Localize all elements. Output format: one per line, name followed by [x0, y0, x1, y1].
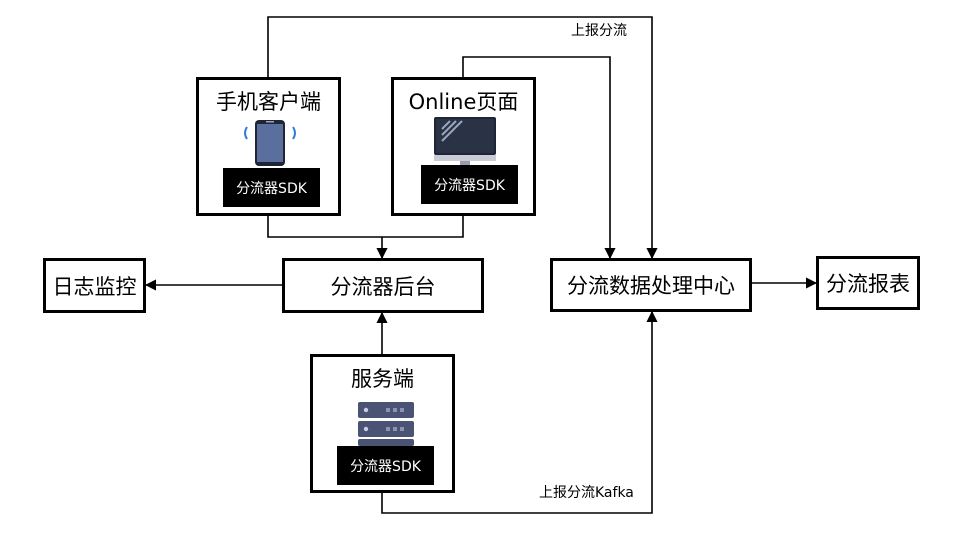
- online-page-title: Online页面: [408, 90, 519, 114]
- server-sdk-badge: 分流器SDK: [337, 446, 434, 485]
- report-node: 分流报表: [816, 256, 920, 310]
- edge-online-to-data-center: [462, 56, 616, 260]
- mobile-sdk-badge: 分流器SDK: [223, 168, 320, 207]
- edge-server-to-data-center-kafka: [381, 310, 658, 514]
- desktop-monitor-icon: [434, 117, 496, 165]
- server-side-node: 服务端 分流器SDK: [310, 354, 455, 493]
- report-label: 分流报表: [826, 272, 910, 296]
- mobile-phone-icon: [244, 120, 296, 166]
- server-side-title: 服务端: [351, 367, 414, 391]
- edge-label-report-split-kafka: 上报分流Kafka: [539, 485, 634, 501]
- log-monitor-node: 日志监控: [43, 258, 146, 313]
- splitter-backend-node: 分流器后台: [282, 258, 484, 313]
- online-sdk-badge: 分流器SDK: [421, 165, 518, 204]
- edge-clients-to-splitter-backend: [267, 216, 464, 238]
- online-page-node: Online页面 分流器SDK: [391, 77, 536, 216]
- splitter-backend-label: 分流器后台: [330, 274, 436, 299]
- log-monitor-label: 日志监控: [52, 274, 137, 299]
- data-center-label: 分流数据处理中心: [567, 274, 735, 298]
- mobile-client-node: 手机客户端 分流器SDK: [196, 77, 341, 216]
- mobile-client-title: 手机客户端: [216, 90, 321, 114]
- data-center-node: 分流数据处理中心: [550, 258, 752, 312]
- edge-label-report-split: 上报分流: [571, 23, 627, 39]
- server-icon: [358, 402, 414, 446]
- edge-mobile-to-data-center: [267, 16, 658, 260]
